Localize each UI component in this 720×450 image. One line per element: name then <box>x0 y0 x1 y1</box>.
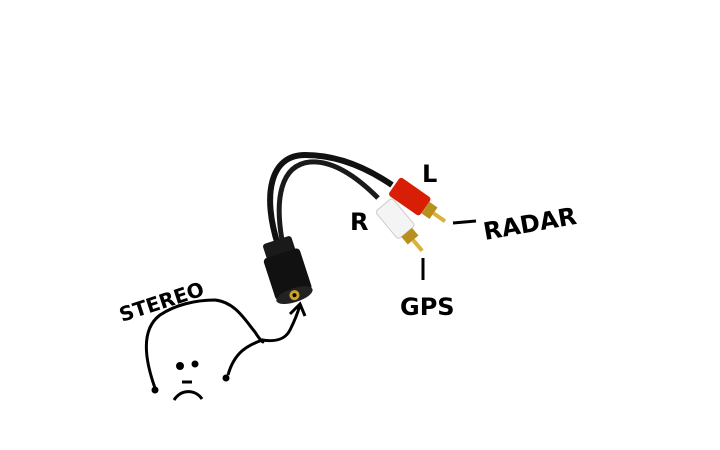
cable-red <box>267 151 394 246</box>
radar-pointer-line <box>452 219 477 225</box>
arrow-to-jack <box>261 301 307 343</box>
face-eye-left <box>176 362 184 370</box>
head-end-dot <box>151 386 159 394</box>
face-eye-right <box>191 360 199 368</box>
stereo-jack <box>263 236 313 305</box>
left-label: L <box>422 160 437 188</box>
rca-plug-white <box>375 198 424 253</box>
frown-mouth <box>172 390 204 401</box>
gps-label: GPS <box>400 293 455 321</box>
radar-label: RADAR <box>481 202 578 246</box>
right-label: R <box>350 208 368 236</box>
rca-plug-red <box>389 177 447 223</box>
head-end-dot <box>222 374 230 382</box>
cable-white <box>276 159 380 241</box>
sad-head-outline <box>144 298 265 389</box>
